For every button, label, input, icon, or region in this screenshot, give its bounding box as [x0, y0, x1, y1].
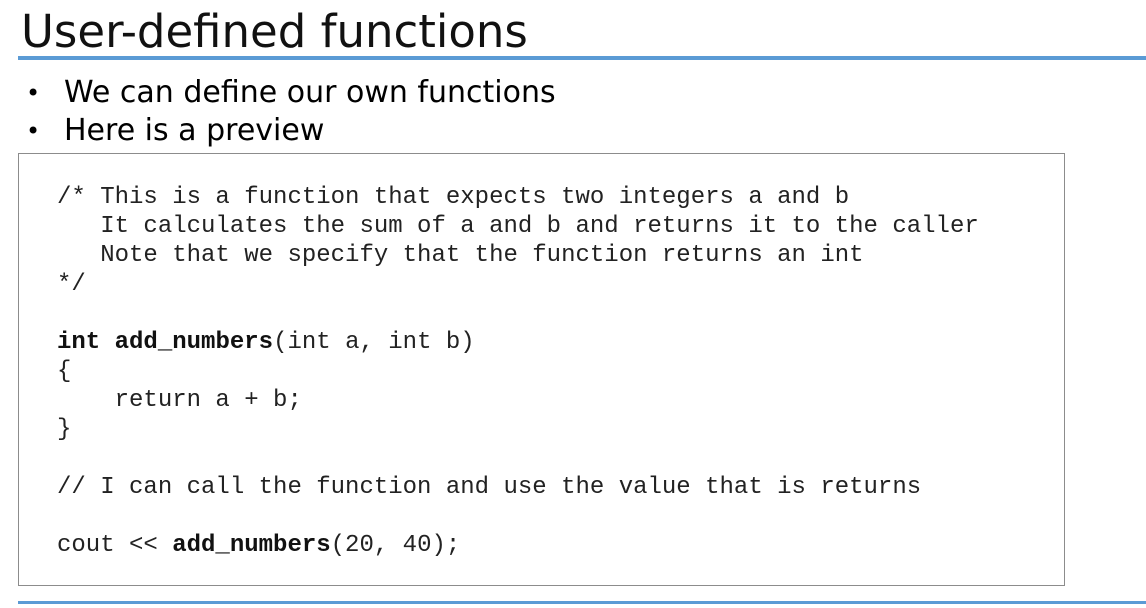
code-params: (int a, int b) — [273, 329, 475, 356]
bullet-icon: • — [26, 117, 41, 145]
footer-rule — [18, 601, 1146, 604]
code-open-brace: { — [57, 358, 72, 385]
title-underline — [18, 56, 1146, 60]
code-call-args: (20, 40); — [330, 532, 461, 559]
code-body-line: return a + b; — [57, 387, 302, 414]
bullet-list: • We can define our own functions • Here… — [22, 74, 556, 150]
bullet-item: • Here is a preview — [22, 112, 556, 150]
code-close-brace: } — [57, 416, 72, 443]
code-block: /* This is a function that expects two i… — [18, 153, 1065, 586]
bullet-text: Here is a preview — [64, 113, 325, 148]
code-comment-line: Note that we specify that the function r… — [57, 242, 864, 269]
bullet-icon: • — [26, 79, 41, 107]
code-comment-line: It calculates the sum of a and b and ret… — [57, 213, 979, 240]
code-comment-line: /* This is a function that expects two i… — [57, 184, 850, 211]
code-listing: /* This is a function that expects two i… — [57, 183, 979, 560]
code-call-function-name: add_numbers — [172, 532, 331, 559]
code-call-comment: // I can call the function and use the v… — [57, 474, 922, 501]
code-function-name: add_numbers — [114, 329, 274, 356]
code-comment-line: */ — [57, 271, 86, 298]
bullet-item: • We can define our own functions — [22, 74, 556, 112]
code-cout: cout << — [57, 532, 173, 559]
bullet-text: We can define our own functions — [64, 75, 556, 110]
code-return-type: int — [57, 329, 101, 356]
slide-title: User-defined functions — [21, 5, 528, 58]
